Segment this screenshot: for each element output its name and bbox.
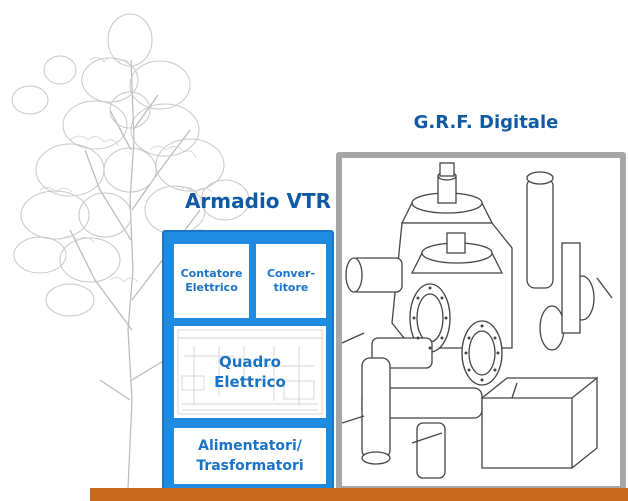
regulator-drawing bbox=[342, 162, 613, 479]
alimentatori-box: Alimentatori/ Trasformatori bbox=[174, 428, 326, 484]
contatore-label-2: Elettrico bbox=[185, 281, 238, 294]
convertitore-label-1: Conver- bbox=[266, 267, 316, 280]
quadro-label-1: Quadro bbox=[218, 353, 281, 371]
convertitore-box: Conver- titore bbox=[256, 244, 326, 318]
grf-frame bbox=[336, 152, 626, 492]
quadro-label-2: Elettrico bbox=[214, 373, 286, 391]
vtr-cabinet: Contatore Elettrico Conver- titore bbox=[162, 230, 334, 490]
grf-title: G.R.F. Digitale bbox=[413, 112, 559, 133]
convertitore-label-2: titore bbox=[273, 281, 309, 294]
quadro-elettrico-box: Quadro Elettrico bbox=[174, 326, 326, 418]
ground-line bbox=[90, 488, 628, 501]
wiring-schematic bbox=[177, 329, 323, 415]
contatore-elettrico-box: Contatore Elettrico bbox=[174, 244, 249, 318]
alimentatori-label-1: Alimentatori/ bbox=[198, 438, 302, 454]
cabinet-title: Armadio VTR bbox=[184, 189, 332, 213]
contatore-label-1: Contatore bbox=[180, 267, 243, 280]
alimentatori-label-2: Trasformatori bbox=[196, 458, 304, 474]
